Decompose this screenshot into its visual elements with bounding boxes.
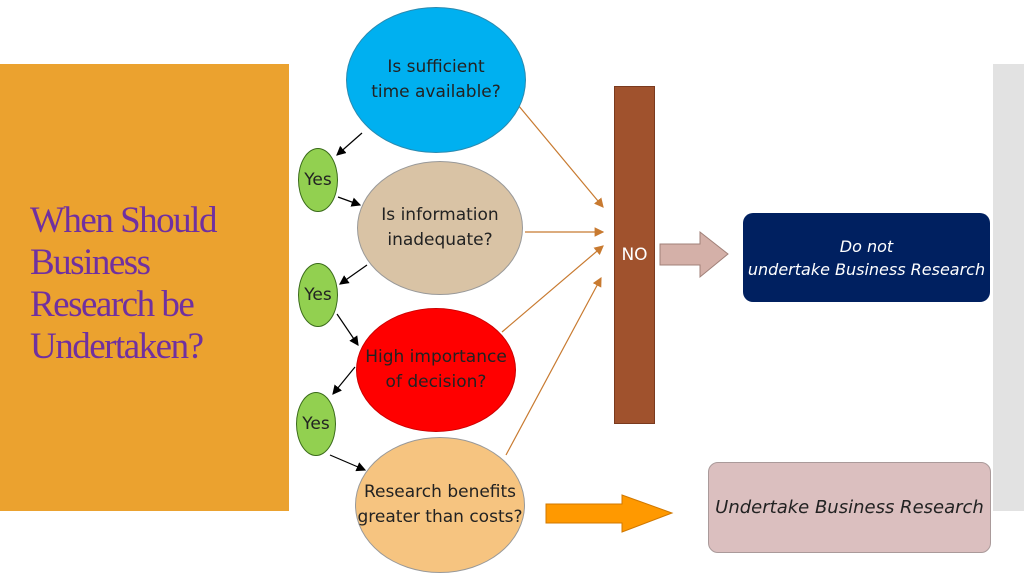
question-text: Is information inadequate? — [381, 205, 499, 250]
yes-arrow — [545, 494, 674, 533]
yes-node: Yes — [296, 392, 336, 456]
arrow — [339, 264, 368, 285]
arrow — [505, 276, 602, 456]
no-outcome-box: Do not undertake Business Research — [743, 213, 990, 302]
question-information: Is information inadequate? — [357, 161, 523, 295]
yes-outcome-box: Undertake Business Research — [708, 462, 991, 553]
question-text: High importance of decision? — [365, 347, 507, 392]
yes-node: Yes — [298, 263, 338, 327]
no-outcome-line2: undertake Business Research — [747, 259, 986, 279]
no-label: NO — [621, 245, 648, 265]
arrow — [517, 104, 604, 208]
arrow — [336, 132, 363, 156]
arrow — [337, 196, 362, 207]
question-benefits: Research benefits greater than costs? — [355, 437, 525, 573]
arrow — [336, 313, 359, 346]
arrow — [501, 245, 604, 333]
arrow — [332, 366, 356, 395]
no-bar — [614, 86, 655, 424]
title-panel — [0, 64, 289, 511]
question-importance: High importance of decision? — [356, 308, 516, 432]
side-strip — [993, 64, 1024, 511]
no-arrow — [659, 230, 729, 279]
question-text: Is sufficient time available? — [371, 57, 501, 102]
yes-outcome-text: Undertake Business Research — [715, 497, 984, 518]
no-outcome-line1: Do not — [839, 236, 894, 256]
arrow — [329, 454, 367, 472]
question-text: Research benefits greater than costs? — [357, 482, 523, 527]
yes-node: Yes — [298, 148, 338, 212]
slide-title: When Should Business Research be Underta… — [30, 200, 217, 367]
question-time: Is sufficient time available? — [346, 7, 526, 153]
